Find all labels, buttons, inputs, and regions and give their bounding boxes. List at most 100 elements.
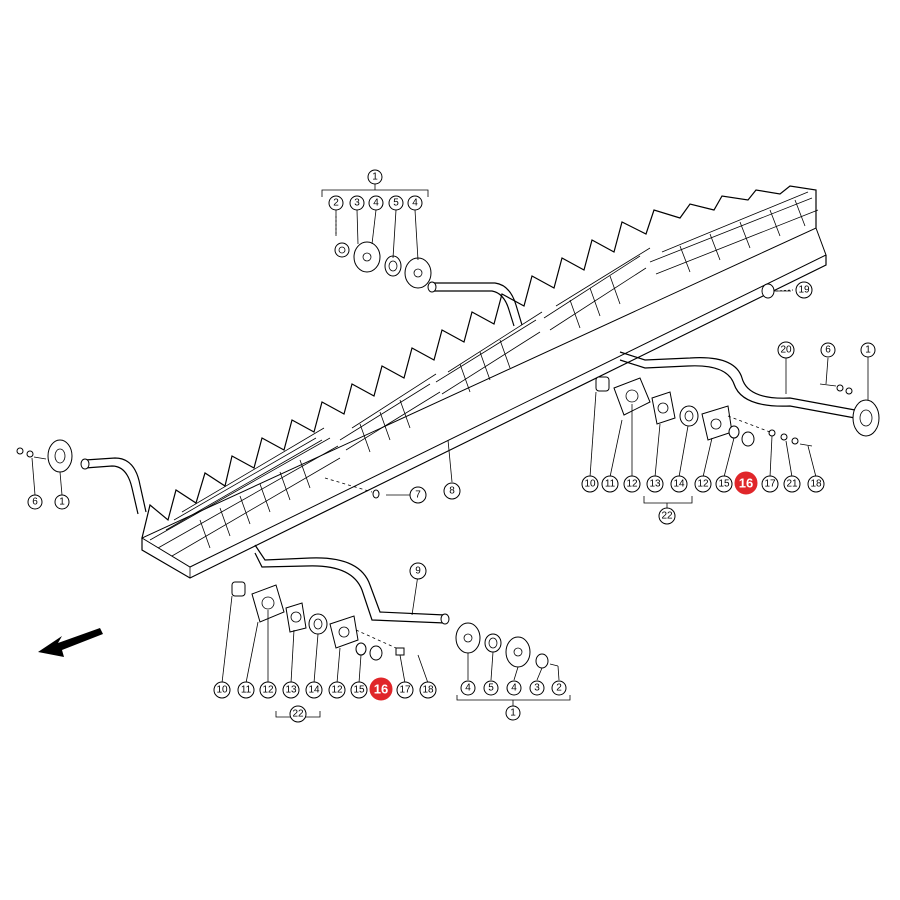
svg-text:8: 8 [449, 486, 455, 497]
callout-9: 9 [409, 562, 427, 580]
callout-bm-4b: 4 [506, 680, 522, 696]
callout-top-1: 1 [367, 169, 383, 185]
callout-top-4b: 4 [407, 195, 423, 211]
svg-text:16: 16 [739, 476, 753, 491]
svg-text:22: 22 [661, 511, 673, 522]
svg-text:12: 12 [262, 685, 274, 696]
callout-right-18: 18 [807, 475, 825, 493]
callout-bm-4a: 4 [460, 680, 476, 696]
svg-text:5: 5 [393, 198, 399, 209]
callout-right-22: 22 [658, 507, 676, 525]
callout-right-16: 16 [734, 471, 758, 495]
leader-lines [31, 209, 869, 684]
rail-pin-7 [324, 477, 380, 499]
callout-right-11: 11 [601, 475, 619, 493]
straw-walker-rail [140, 185, 827, 579]
callout-right-12b: 12 [694, 475, 712, 493]
callout-19: 19 [795, 281, 813, 299]
right-crankshaft [619, 351, 856, 419]
bottom-bearing-assembly [231, 581, 405, 722]
svg-text:15: 15 [353, 685, 365, 696]
top-crankshaft [427, 281, 523, 327]
callout-20: 20 [777, 341, 795, 359]
callout-bottom-12a: 12 [259, 681, 277, 699]
callout-right-17: 17 [761, 475, 779, 493]
callout-bm-2: 2 [551, 680, 567, 696]
svg-text:1: 1 [865, 345, 871, 356]
callout-bottom-15: 15 [350, 681, 368, 699]
callout-bottom-22: 22 [289, 705, 307, 723]
svg-text:14: 14 [673, 479, 685, 490]
svg-text:2: 2 [333, 198, 339, 209]
callout-markers: 1 2 3 4 5 4 19 20 6 1 10 11 12 13 14 12 … [27, 169, 876, 723]
svg-text:16: 16 [374, 682, 388, 697]
svg-text:17: 17 [764, 479, 776, 490]
svg-text:19: 19 [798, 285, 810, 296]
svg-text:4: 4 [465, 683, 471, 694]
svg-text:1: 1 [510, 708, 516, 719]
svg-text:1: 1 [59, 497, 65, 508]
callout-top-2: 2 [328, 195, 344, 211]
svg-text:12: 12 [697, 479, 709, 490]
callout-right-10: 10 [581, 475, 599, 493]
svg-text:12: 12 [331, 685, 343, 696]
callout-right-12a: 12 [623, 475, 641, 493]
callout-bottom-10: 10 [213, 681, 231, 699]
left-bearing-assembly [16, 439, 73, 473]
callout-right-13: 13 [646, 475, 664, 493]
callout-top-4a: 4 [368, 195, 384, 211]
callout-bottom-11: 11 [237, 681, 255, 699]
callout-left-1: 1 [54, 494, 70, 510]
callout-bm-1: 1 [505, 705, 521, 721]
callout-bottom-17: 17 [396, 681, 414, 699]
callout-right-15: 15 [715, 475, 733, 493]
svg-text:17: 17 [399, 685, 411, 696]
svg-text:5: 5 [488, 683, 494, 694]
callout-right-21: 21 [783, 475, 801, 493]
callout-right-14: 14 [670, 475, 688, 493]
callout-bottom-14: 14 [305, 681, 323, 699]
svg-text:12: 12 [626, 479, 638, 490]
svg-text:2: 2 [556, 683, 562, 694]
callout-top-5: 5 [388, 195, 404, 211]
svg-text:9: 9 [415, 566, 421, 577]
svg-text:7: 7 [415, 490, 421, 501]
callout-bottom-18: 18 [419, 681, 437, 699]
svg-text:21: 21 [786, 479, 798, 490]
svg-text:4: 4 [373, 198, 379, 209]
walker-louvers [149, 191, 819, 557]
callout-left-6: 6 [27, 494, 43, 510]
svg-text:13: 13 [285, 685, 297, 696]
right-bearing-assembly [595, 376, 880, 508]
svg-text:15: 15 [718, 479, 730, 490]
callout-top-3: 3 [349, 195, 365, 211]
bottom-flange-set [455, 622, 571, 706]
top-bearing-assembly [321, 183, 432, 289]
callout-bm-5: 5 [483, 680, 499, 696]
svg-text:4: 4 [412, 198, 418, 209]
callout-bottom-13: 13 [282, 681, 300, 699]
svg-text:14: 14 [308, 685, 320, 696]
svg-text:20: 20 [780, 345, 792, 356]
svg-text:13: 13 [649, 479, 661, 490]
callout-bm-3: 3 [529, 680, 545, 696]
left-crankshaft [80, 457, 147, 515]
svg-text:10: 10 [216, 685, 228, 696]
callout-7: 7 [409, 486, 427, 504]
svg-text:4: 4 [511, 683, 517, 694]
svg-text:6: 6 [825, 345, 831, 356]
svg-text:18: 18 [422, 685, 434, 696]
callout-right-1: 1 [860, 342, 876, 358]
svg-text:3: 3 [534, 683, 540, 694]
svg-text:11: 11 [605, 479, 616, 490]
direction-arrow [38, 628, 103, 657]
svg-text:18: 18 [810, 479, 822, 490]
svg-text:11: 11 [241, 685, 252, 696]
bottom-crankshaft [254, 544, 450, 625]
callout-bottom-16: 16 [369, 677, 393, 701]
svg-text:22: 22 [292, 709, 304, 720]
svg-text:6: 6 [32, 497, 38, 508]
svg-text:3: 3 [354, 198, 360, 209]
